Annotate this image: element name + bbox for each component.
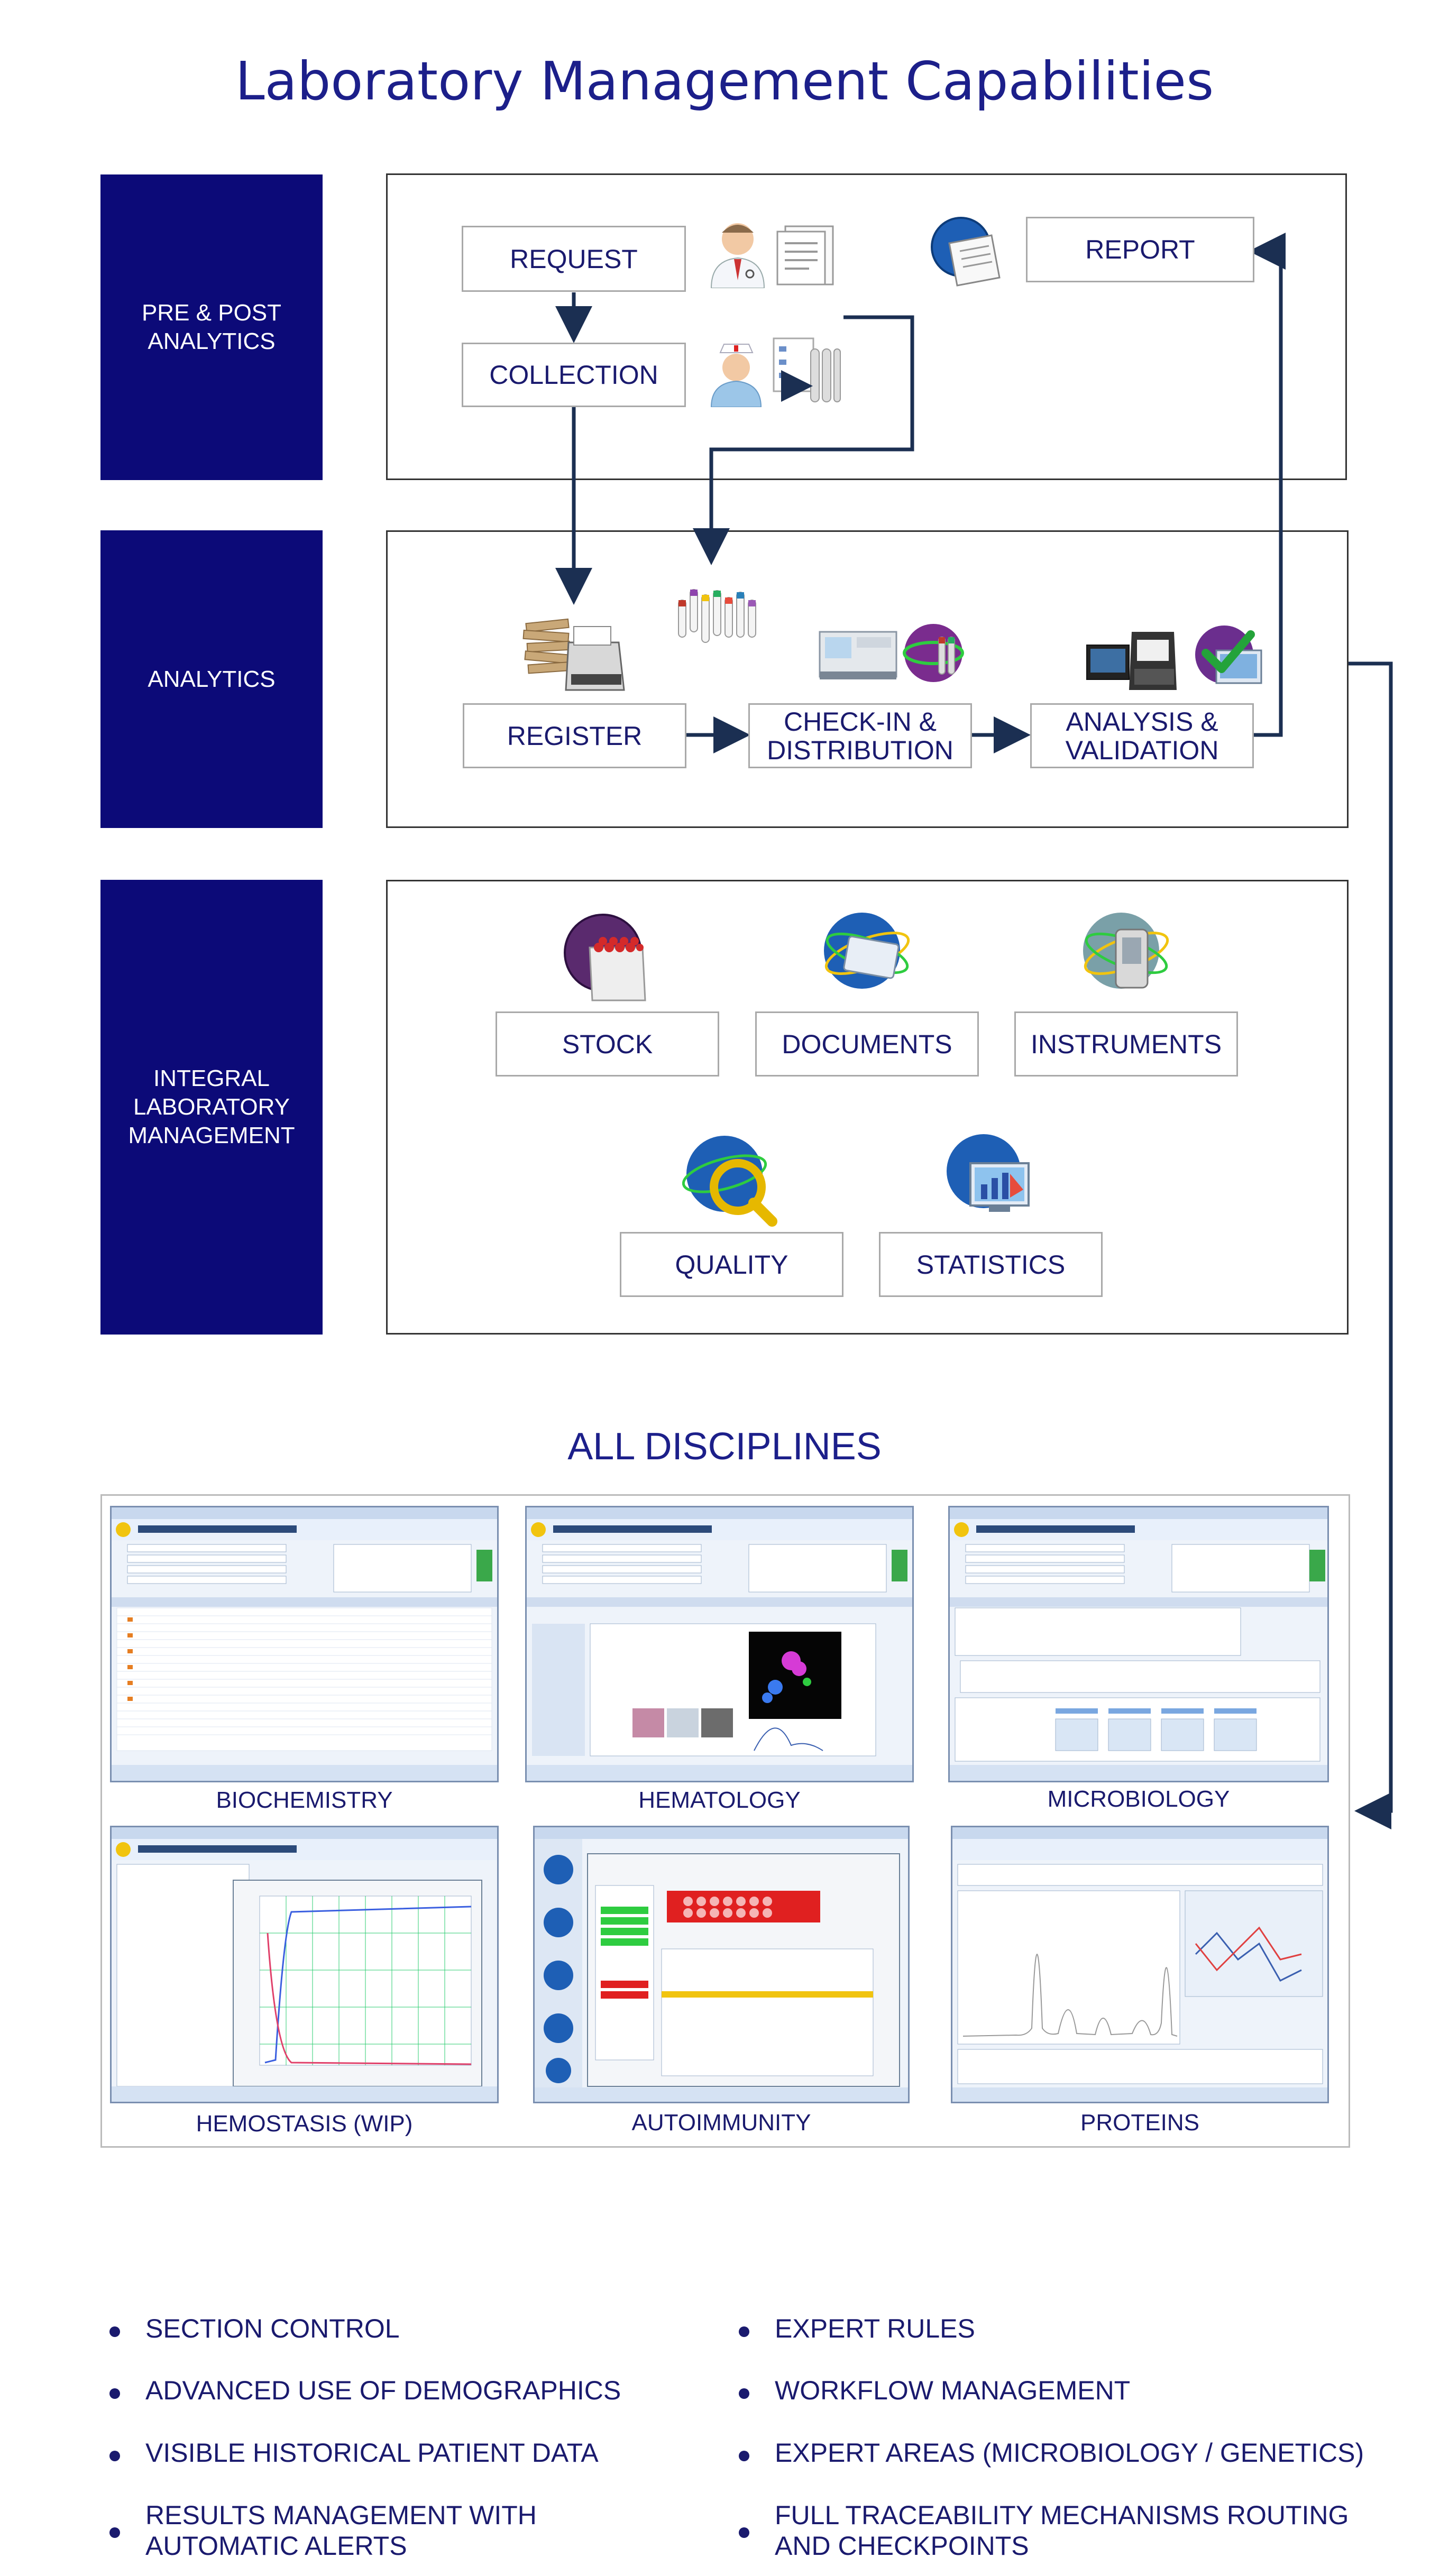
sample-tubes-icon <box>678 589 756 643</box>
section-integral-laboratory-management: INTEGRAL LABORATORY MANAGEMENT <box>100 880 323 1335</box>
caption-hemostasis: HEMOSTASIS (WIP) <box>196 2111 413 2137</box>
quality-icon <box>682 1136 777 1227</box>
tube-rack-icon <box>773 337 841 402</box>
feature-traceability: FULL TRACEABILITY MECHANISMS ROUTING AND… <box>775 2500 1349 2561</box>
bullet <box>109 2326 120 2337</box>
checkin-distribution-box[interactable]: CHECK-IN & DISTRIBUTION <box>748 703 972 768</box>
scanner-icon <box>522 618 625 691</box>
microbiology-screenshot[interactable] <box>948 1506 1329 1782</box>
bullet <box>739 2451 749 2461</box>
report-globe-icon <box>931 217 1001 287</box>
request-box[interactable]: REQUEST <box>462 226 686 292</box>
document-icon <box>776 225 834 286</box>
feature-results-management: RESULTS MANAGEMENT WITH AUTOMATIC ALERTS <box>145 2500 537 2561</box>
stock-icon <box>564 914 646 1001</box>
disciplines-frame <box>100 1494 1350 2148</box>
caption-microbiology: MICROBIOLOGY <box>1047 1786 1230 1812</box>
distribution-globe-icon <box>903 624 964 682</box>
caption-hematology: HEMATOLOGY <box>638 1787 801 1813</box>
bullet <box>739 2388 749 2399</box>
feature-workflow-management: WORKFLOW MANAGEMENT <box>775 2376 1131 2405</box>
feature-historical-data: VISIBLE HISTORICAL PATIENT DATA <box>145 2438 599 2468</box>
bullet <box>109 2388 120 2399</box>
documents-globe-icon <box>824 913 910 989</box>
bullet <box>109 2451 120 2461</box>
section-pre-post-analytics: PRE & POST ANALYTICS <box>100 174 323 480</box>
register-box[interactable]: REGISTER <box>463 703 686 768</box>
autoimmunity-screenshot[interactable] <box>533 1826 910 2103</box>
page-title: Laboratory Management Capabilities <box>235 50 1214 112</box>
doctor-icon <box>710 223 765 288</box>
instruments-box[interactable]: INSTRUMENTS <box>1014 1011 1238 1077</box>
stock-box[interactable]: STOCK <box>496 1011 719 1077</box>
caption-biochemistry: BIOCHEMISTRY <box>216 1787 393 1813</box>
instruments-icon <box>1083 913 1169 989</box>
lab-analyzer-icon <box>819 631 897 679</box>
analyzer-icon <box>1086 632 1177 690</box>
bullet <box>739 2527 749 2538</box>
feature-expert-rules: EXPERT RULES <box>775 2314 975 2343</box>
analysis-validation-box[interactable]: ANALYSIS & VALIDATION <box>1030 703 1254 768</box>
caption-proteins: PROTEINS <box>1080 2110 1199 2136</box>
all-disciplines-heading: ALL DISCIPLINES <box>567 1425 882 1468</box>
nurse-icon <box>710 344 762 407</box>
caption-autoimmunity: AUTOIMMUNITY <box>631 2110 811 2136</box>
statistics-icon <box>947 1134 1030 1212</box>
feature-expert-areas: EXPERT AREAS (MICROBIOLOGY / GENETICS) <box>775 2438 1364 2468</box>
collection-box[interactable]: COLLECTION <box>462 343 686 407</box>
validation-icon <box>1195 625 1262 684</box>
bullet <box>739 2326 749 2337</box>
hematology-screenshot[interactable] <box>525 1506 914 1782</box>
statistics-box[interactable]: STATISTICS <box>879 1232 1103 1297</box>
bullet <box>109 2527 120 2538</box>
proteins-screenshot[interactable] <box>951 1826 1329 2103</box>
section-analytics: ANALYTICS <box>100 530 323 828</box>
biochemistry-screenshot[interactable] <box>110 1506 499 1782</box>
quality-box[interactable]: QUALITY <box>620 1232 843 1297</box>
documents-box[interactable]: DOCUMENTS <box>755 1011 979 1077</box>
hemostasis-screenshot[interactable] <box>110 1826 499 2103</box>
feature-section-control: SECTION CONTROL <box>145 2314 400 2343</box>
report-box[interactable]: REPORT <box>1026 217 1254 282</box>
arrow-to-disciplines <box>1349 661 1393 1829</box>
feature-demographics: ADVANCED USE OF DEMOGRAPHICS <box>145 2376 621 2405</box>
